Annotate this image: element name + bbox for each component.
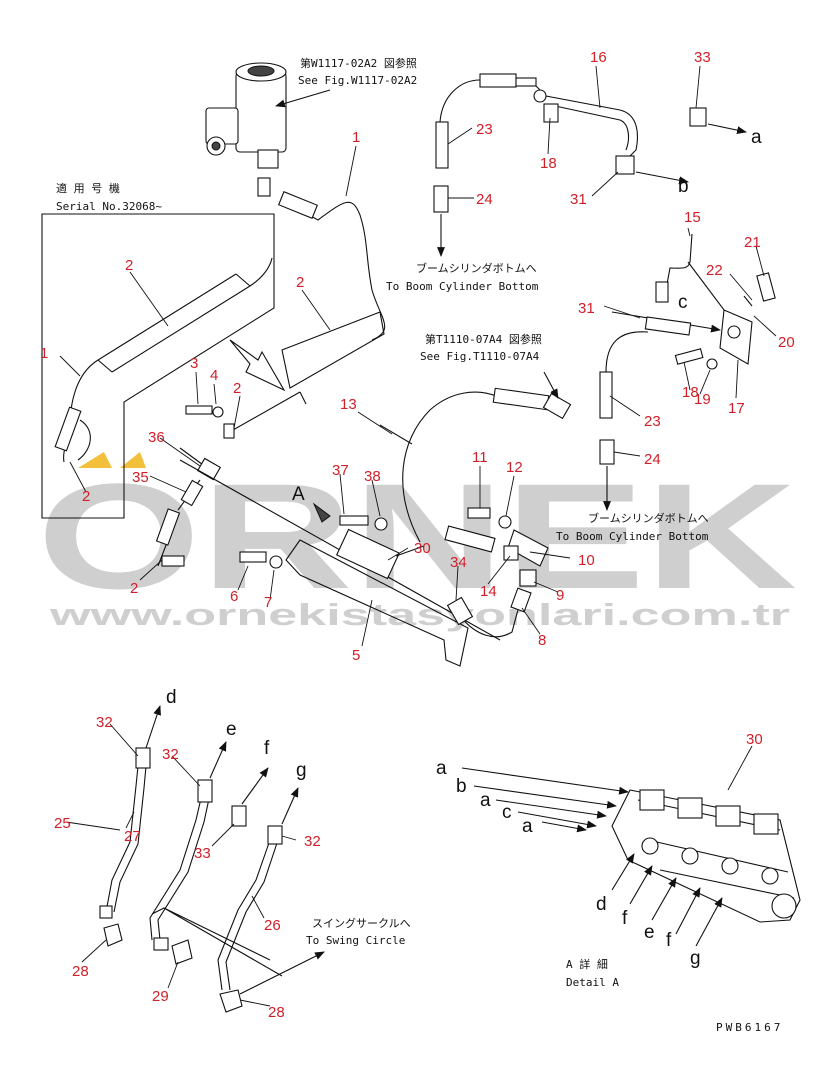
port-letter-b: b (678, 176, 689, 197)
serial-box-outline (41, 213, 275, 519)
callout-20: 20 (778, 334, 795, 351)
port-letter-a: a (522, 816, 533, 837)
port-letter-a: a (436, 758, 447, 779)
callout-18: 18 (682, 384, 699, 401)
fig1-ref-jp: 第W1117-02A2 図参照 (300, 56, 417, 70)
callout-33: 33 (194, 845, 211, 862)
callout-36: 36 (148, 429, 165, 446)
callout-3: 3 (190, 355, 198, 372)
fig1-ref-en: See Fig.W1117-02A2 (298, 74, 417, 87)
callout-38: 38 (364, 468, 381, 485)
callout-32: 32 (96, 714, 113, 731)
callout-6: 6 (230, 588, 238, 605)
callout-21: 21 (744, 234, 761, 251)
port-letter-f: f (666, 930, 672, 951)
port-letter-f: f (264, 738, 270, 759)
callout-24: 24 (476, 191, 493, 208)
port-letter-e: e (644, 922, 655, 943)
serial-en: Serial No.32068~ (56, 200, 162, 213)
port-letter-g: g (296, 760, 307, 781)
leader-lines (59, 65, 777, 1007)
callout-2: 2 (82, 488, 90, 505)
swing-jp: スイングサークルへ (312, 916, 411, 930)
callout-2: 2 (296, 274, 304, 291)
callout-7: 7 (264, 594, 272, 611)
watermark-accent-mark (78, 452, 146, 468)
callout-35: 35 (132, 469, 149, 486)
callout-8: 8 (538, 632, 546, 649)
callout-33: 33 (694, 49, 711, 66)
callout-31: 31 (578, 300, 595, 317)
port-letter-a: a (751, 127, 762, 148)
swing-circle-hoses (99, 705, 325, 1013)
port-letter-d: d (166, 687, 177, 708)
callout-10: 10 (578, 552, 595, 569)
callout-1: 1 (40, 345, 48, 362)
port-letter-e: e (226, 719, 237, 740)
callout-34: 34 (450, 554, 467, 571)
swing-en: To Swing Circle (306, 934, 405, 947)
callout-30: 30 (414, 540, 431, 557)
callout-2: 2 (233, 380, 241, 397)
callout-9: 9 (556, 587, 564, 604)
detail-a-en: Detail A (566, 976, 619, 989)
callout-16: 16 (590, 49, 607, 66)
callout-12: 12 (506, 459, 523, 476)
detail-a-jp: A 詳 細 (566, 957, 608, 971)
callout-32: 32 (162, 746, 179, 763)
fig2-ref-en: See Fig.T1110-07A4 (420, 350, 540, 363)
detail-a-valve (461, 767, 801, 947)
fig2-ref-jp: 第T1110-07A4 図参照 (425, 332, 542, 346)
boom2-en: To Boom Cylinder Bottom (556, 530, 709, 543)
port-letter-b: b (456, 776, 467, 797)
callout-13: 13 (340, 396, 357, 413)
callout-14: 14 (480, 583, 497, 600)
callout-15: 15 (684, 209, 701, 226)
callout-11: 11 (472, 449, 488, 466)
callout-19: 19 (694, 391, 711, 408)
callout-30: 30 (746, 731, 763, 748)
solenoid-valve-assembly (205, 62, 287, 197)
boom1-jp: ブームシリンダボトムへ (416, 261, 537, 275)
callout-1: 1 (352, 129, 360, 146)
callout-27: 27 (124, 828, 141, 845)
callout-28: 28 (268, 1004, 285, 1021)
callout-32: 32 (304, 833, 321, 850)
view-a-label: A (292, 484, 305, 505)
callout-29: 29 (152, 988, 169, 1005)
port-letter-g: g (690, 948, 701, 969)
callout-25: 25 (54, 815, 71, 832)
port-letter-c: c (502, 802, 512, 823)
serial-jp: 適 用 号 機 (56, 181, 120, 195)
callout-17: 17 (728, 400, 745, 417)
callout-4: 4 (210, 367, 218, 384)
callout-23: 23 (644, 413, 661, 430)
callout-22: 22 (706, 262, 723, 279)
callout-37: 37 (332, 462, 349, 479)
port-letter-c: c (678, 292, 688, 313)
port-letter-a: a (480, 790, 491, 811)
callout-2: 2 (125, 257, 133, 274)
boom2-jp: ブームシリンダボトムへ (588, 511, 709, 525)
drawing-code: PWB6167 (716, 1021, 783, 1034)
callout-23: 23 (476, 121, 493, 138)
callout-5: 5 (352, 647, 360, 664)
callout-28: 28 (72, 963, 89, 980)
callout-26: 26 (264, 917, 281, 934)
callout-24: 24 (644, 451, 661, 468)
port-letter-f: f (622, 908, 628, 929)
port-letter-d: d (596, 894, 607, 915)
boom1-en: To Boom Cylinder Bottom (386, 280, 539, 293)
callout-18: 18 (540, 155, 557, 172)
callout-2: 2 (130, 580, 138, 597)
callout-31: 31 (570, 191, 587, 208)
